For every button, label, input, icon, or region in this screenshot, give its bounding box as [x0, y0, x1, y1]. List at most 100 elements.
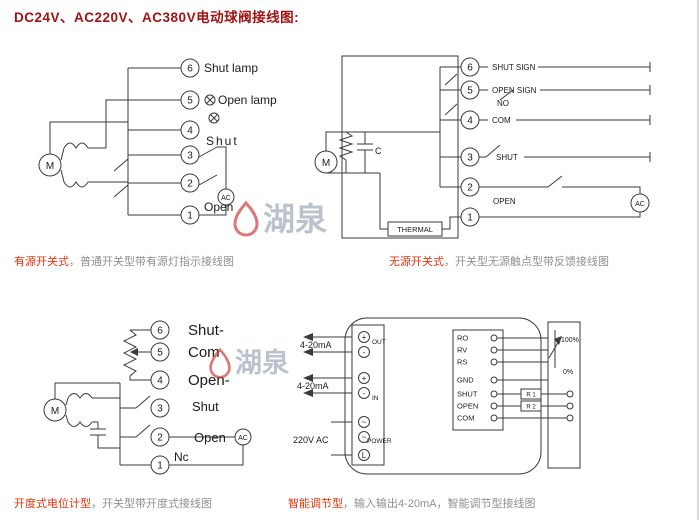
label-shut-sign: SHUT SIGN	[492, 63, 536, 72]
watermark-text: 湖泉	[235, 348, 289, 378]
terminal-number: 1	[157, 461, 163, 472]
caption-potentiometer: 开度式电位计型，开关型带开度式接线图	[14, 495, 212, 511]
motor-windings	[43, 393, 120, 427]
terminal-column: 6 5 4 3 2 1	[180, 58, 200, 225]
terminal-number: 1	[187, 211, 193, 222]
terminal-number: 2	[467, 183, 473, 194]
terminal-circle	[358, 449, 370, 461]
label-zero-scale: 0%	[563, 369, 573, 376]
terminal-circle	[358, 331, 370, 343]
actuator-enclosure	[341, 55, 459, 239]
label-com: Com	[188, 344, 220, 361]
terminal-number: 5	[157, 348, 163, 359]
arrow-left	[303, 374, 313, 382]
terminal-circle	[490, 376, 498, 384]
terminal-symbol: -	[363, 389, 366, 398]
caption-dry-contact: 无源开关式，开关型无源触点型带反馈接线图	[389, 253, 609, 269]
label-out: OUT	[372, 339, 386, 346]
label-output-current: 4-20mA	[300, 340, 332, 350]
arrow-left	[303, 348, 313, 356]
terminal-circle	[180, 205, 200, 225]
caption-rest: ，开关型带开度式接线图	[91, 498, 212, 510]
terminal-column: 6 5 4 3 2 1	[460, 57, 480, 227]
terminal-symbol: ~	[362, 433, 367, 442]
terminal-circle	[490, 346, 498, 354]
diagram-smart-regulator-type: 4-20mA 4-20mA 220V AC + - + - ~ ~ L OUT …	[293, 317, 581, 475]
motor-label: M	[51, 406, 59, 417]
control-label: GND	[457, 376, 474, 385]
terminal-circle	[460, 57, 480, 77]
wiper-arrow	[130, 348, 138, 356]
motor-label: M	[322, 158, 330, 169]
huquan-logo-icon	[233, 200, 259, 237]
control-terminals: RO RV RS GND SHUT OPEN COM	[457, 334, 498, 423]
terminal-symbol: L	[362, 451, 367, 460]
control-label: SHUT	[457, 390, 478, 399]
terminal-circle	[150, 398, 170, 418]
terminal-number: 5	[467, 86, 473, 97]
terminal-symbol: +	[362, 333, 367, 342]
caption-powered-switch: 有源开关式，普通开关型带有源灯指示接线图	[14, 253, 234, 269]
terminal-circle	[566, 402, 574, 410]
thermal-label: THERMAL	[397, 225, 433, 234]
ac-source-symbol	[234, 428, 252, 446]
label-no: NO	[497, 99, 509, 108]
label-in: IN	[372, 395, 379, 402]
terminal-circle	[566, 414, 574, 422]
terminal-circle	[150, 370, 170, 390]
terminal-circle	[150, 320, 170, 340]
terminal-circle	[180, 58, 200, 78]
caption-smart-regulator: 智能调节型，输入输出4-20mA，智能调节型接线图	[288, 495, 536, 511]
terminal-number: 3	[187, 151, 193, 162]
page-title: DC24V、AC220V、AC380V电动球阀接线图:	[14, 10, 300, 25]
terminal-circle	[490, 358, 498, 366]
watermark-text: 湖泉	[263, 201, 328, 237]
terminal-circle	[490, 402, 498, 410]
label-com: COM	[492, 116, 511, 125]
caption-rest: ，开关型无源触点型带反馈接线图	[444, 256, 609, 268]
terminal-circle	[180, 90, 200, 110]
terminal-circle	[180, 145, 200, 165]
wiper-arrow	[554, 336, 562, 345]
terminal-number: 6	[467, 63, 473, 74]
terminal-circle	[358, 346, 370, 358]
label-power-supply: 220V AC	[293, 435, 329, 445]
terminal-symbol: -	[363, 348, 366, 357]
diagram-dry-contact-type: M C THERMAL 6 5 4 3 2 1	[314, 55, 651, 239]
huquan-logo-icon	[209, 347, 231, 379]
control-label: RS	[457, 358, 467, 367]
strip-terminals: + - + - ~ ~ L	[358, 331, 370, 461]
terminal-number: 3	[157, 404, 163, 415]
terminal-circle	[150, 342, 170, 362]
terminal-circle	[460, 177, 480, 197]
label-open: OPEN	[493, 197, 516, 206]
ac-source-symbol	[630, 193, 650, 213]
terminal-number: 3	[467, 153, 473, 164]
ac-source-label: AC	[221, 195, 231, 202]
terminal-circle	[180, 173, 200, 193]
terminal-number: 4	[157, 376, 163, 387]
terminal-circle	[566, 390, 574, 398]
resistor-r1	[520, 388, 542, 400]
terminal-circle	[490, 334, 498, 342]
terminal-circle	[150, 427, 170, 447]
caption-rest: ，输入输出4-20mA，智能调节型接线图	[343, 498, 536, 510]
terminal-circle	[490, 414, 498, 422]
label-shut: SHUT	[496, 153, 518, 162]
label-open: Open	[194, 430, 226, 445]
terminal-circle	[358, 416, 370, 428]
wiring	[312, 330, 567, 456]
control-terminal-block	[452, 329, 504, 431]
motor-windings	[38, 142, 106, 188]
label-full-scale: 100%	[561, 337, 579, 344]
label-open-sign: OPEN SIGN	[492, 86, 537, 95]
label-shut-pot: Shut-	[188, 322, 224, 339]
label-shut-lamp: Shut lamp	[204, 61, 258, 75]
label-power: POWER	[367, 438, 392, 445]
resistor-r1-label: R 1	[526, 393, 536, 399]
terminal-circle	[460, 80, 480, 100]
wiring	[54, 329, 244, 466]
terminal-number: 2	[157, 433, 163, 444]
control-label: COM	[457, 414, 475, 423]
terminal-number: 6	[157, 326, 163, 337]
